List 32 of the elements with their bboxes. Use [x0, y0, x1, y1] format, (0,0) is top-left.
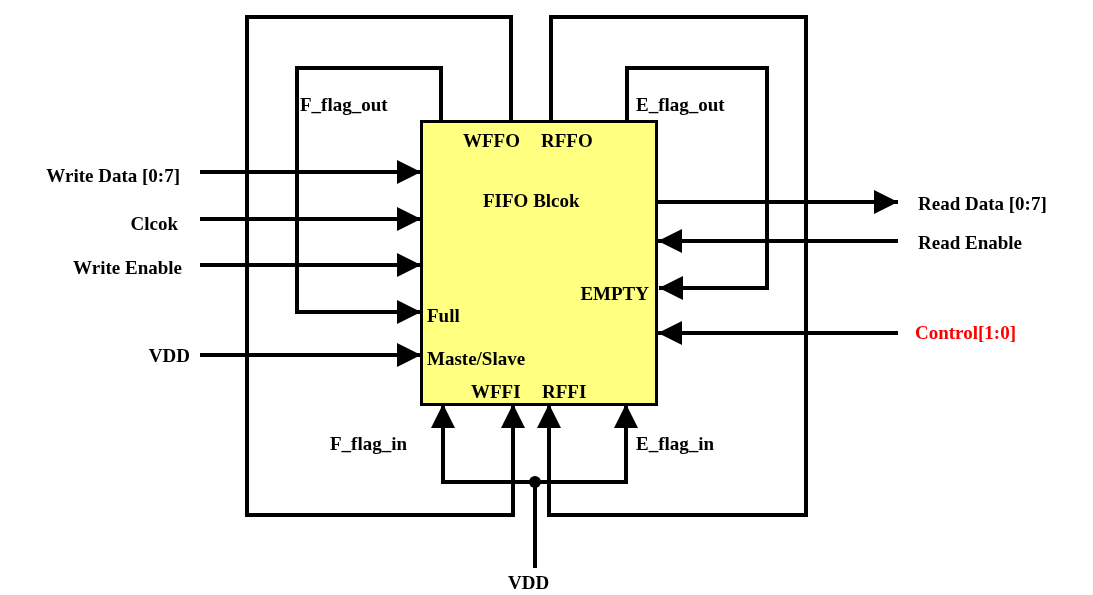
- signal-label: Read Data [0:7]: [918, 194, 1047, 213]
- signal-label: Clcok: [130, 214, 178, 233]
- signal-label: VDD: [148, 346, 190, 365]
- signal-label: Write Enable: [73, 258, 182, 277]
- edge-label: F_flag_in: [330, 434, 408, 453]
- arrow: [200, 253, 421, 277]
- pin-label: Maste/Slave: [427, 349, 526, 368]
- block-title: FIFO Blcok: [483, 191, 580, 210]
- pin-label: WFFO: [463, 131, 520, 150]
- edge-label: E_flag_out: [636, 95, 725, 114]
- edge-label: F_flag_out: [300, 95, 388, 114]
- fifo-block: [420, 120, 658, 406]
- pin-label: EMPTY: [580, 284, 649, 303]
- pin-label: RFFI: [542, 382, 587, 401]
- arrow: [295, 66, 443, 324]
- arrow: [245, 15, 525, 517]
- pin-label: WFFI: [471, 382, 521, 401]
- arrow: [625, 66, 769, 300]
- arrow: [200, 207, 421, 231]
- arrow: [656, 190, 898, 214]
- signal-label: Control[1:0]: [915, 323, 1016, 342]
- pin-label: RFFO: [541, 131, 593, 150]
- arrow: [658, 321, 898, 345]
- edge-label: E_flag_in: [636, 434, 715, 453]
- signal-label: Read Enable: [918, 233, 1022, 252]
- arrow: [658, 229, 898, 253]
- signal-label: Write Data [0:7]: [46, 166, 180, 185]
- arrow: [200, 343, 421, 367]
- arrow: [537, 15, 808, 517]
- pin-label: Full: [427, 306, 460, 325]
- arrow: [200, 160, 421, 184]
- signal-label: VDD: [508, 573, 550, 592]
